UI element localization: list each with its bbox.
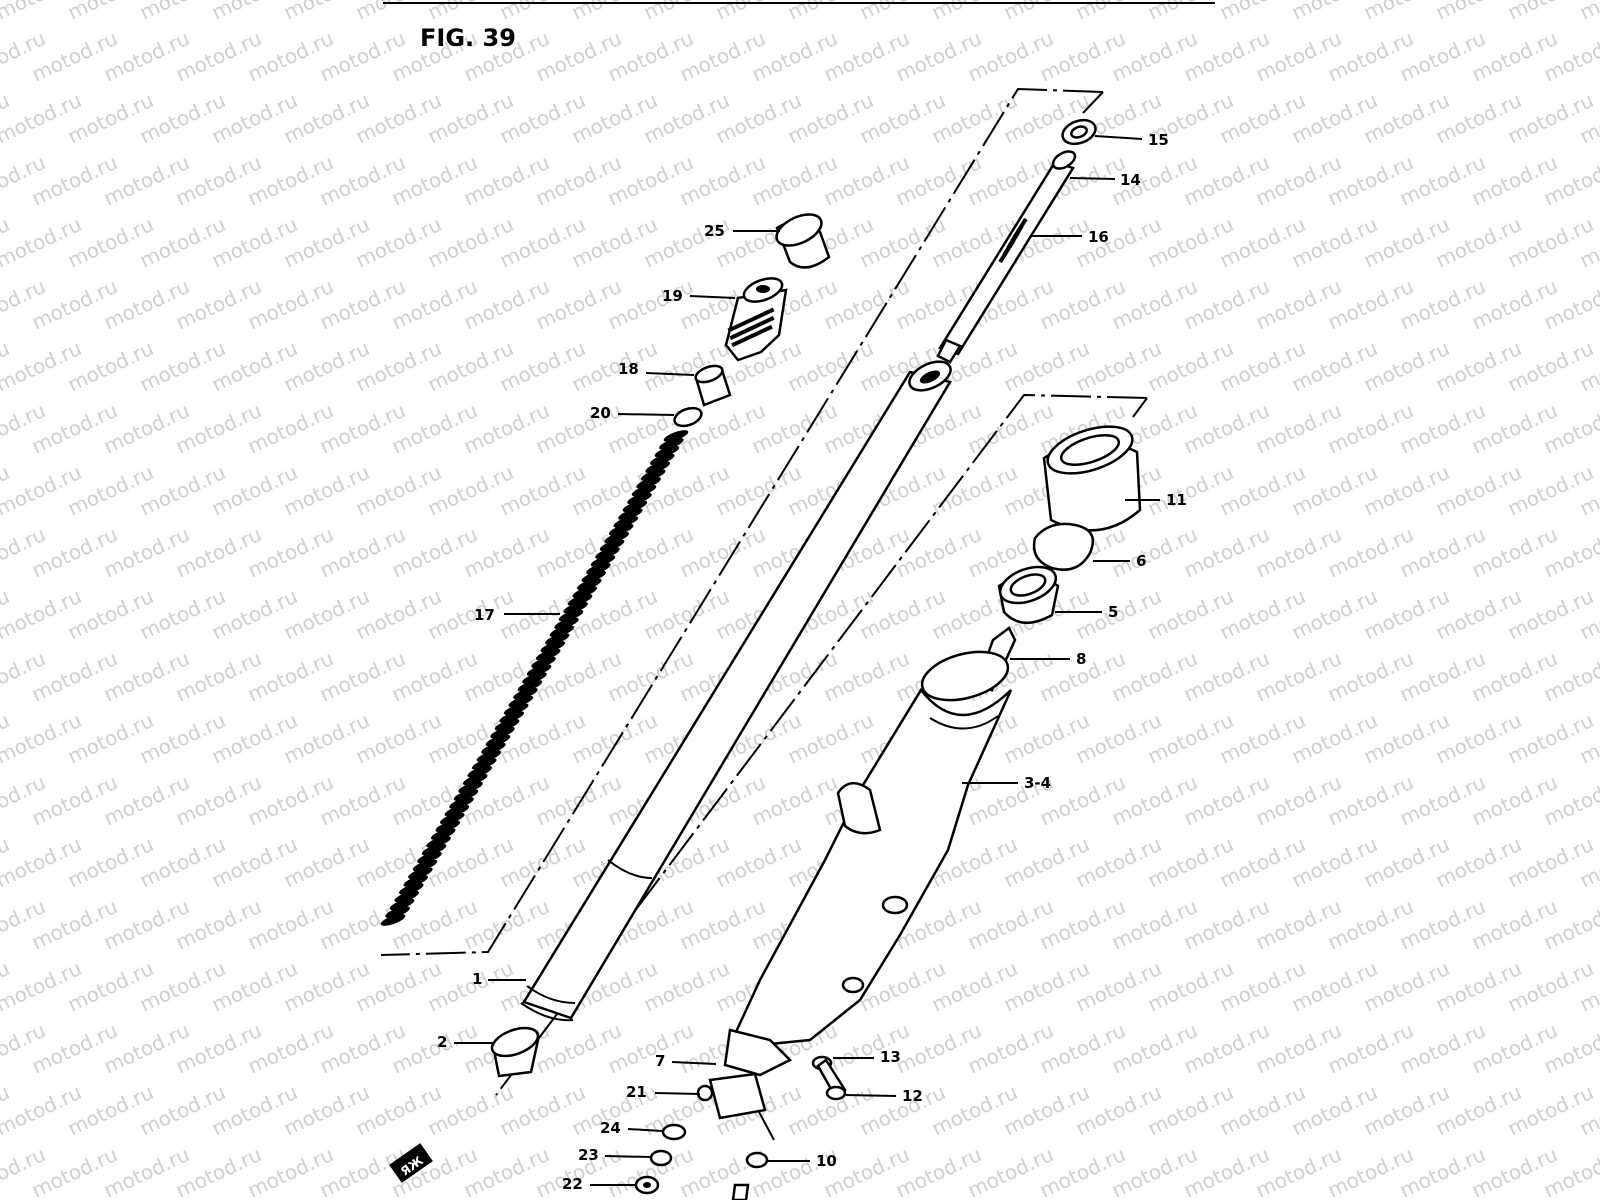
washer-23-part — [649, 1149, 673, 1167]
leader-line-p19 — [689, 295, 736, 299]
part-label-p23: 23 — [578, 1146, 599, 1164]
part-label-p21: 21 — [626, 1083, 647, 1101]
part-label-p14: 14 — [1120, 171, 1141, 189]
part-label-p1: 1 — [472, 970, 482, 988]
part-label-p7: 7 — [655, 1052, 665, 1070]
fork-spring-part — [380, 430, 689, 926]
part-label-p8: 8 — [1076, 650, 1086, 668]
spacer-part — [694, 364, 732, 407]
leader-line-p23 — [604, 1155, 651, 1158]
oil-seal-part — [997, 565, 1060, 624]
part-label-p12: 12 — [902, 1087, 923, 1105]
cap-bolt-part — [724, 277, 788, 362]
bolt-part — [816, 1058, 847, 1101]
part-label-p22: 22 — [562, 1175, 583, 1193]
part-label-p11: 11 — [1166, 491, 1187, 509]
part-label-p13: 13 — [880, 1048, 901, 1066]
leader-line-p15 — [1094, 135, 1143, 140]
logo-mark: ЯЖ — [389, 1143, 433, 1183]
leader-line-p18 — [645, 372, 695, 376]
bushing-part — [490, 1026, 540, 1078]
figure-title: FIG. 39 — [420, 24, 516, 52]
nut-part — [745, 1151, 769, 1169]
part-label-p6: 6 — [1136, 552, 1146, 570]
circlip-part — [1032, 522, 1095, 571]
leader-line-p12 — [845, 1094, 897, 1097]
part-label-p20: 20 — [590, 404, 611, 422]
washer-part — [1061, 118, 1097, 146]
leader-line-p14 — [1069, 177, 1116, 180]
leader-line-p20 — [617, 413, 675, 416]
part-label-p5: 5 — [1108, 603, 1118, 621]
part-label-p17: 17 — [474, 606, 495, 624]
assembly-bracket-lines — [380, 87, 1148, 1096]
part-label-p16: 16 — [1088, 228, 1109, 246]
inner-tube-part — [520, 360, 952, 1022]
washer-24-part — [661, 1123, 687, 1141]
part-label-p34: 3-4 — [1024, 774, 1051, 792]
axle-clamp-part — [696, 1072, 775, 1141]
part-labels: 1514162519182011658173-41213712212410232… — [437, 131, 1187, 1193]
part-label-p10: 10 — [816, 1152, 837, 1170]
part-label-p25: 25 — [704, 222, 725, 240]
part-label-p24: 24 — [600, 1119, 621, 1137]
bottom-bolt-part — [731, 1183, 750, 1200]
part-label-p18: 18 — [618, 360, 639, 378]
leader-line-p24 — [627, 1128, 663, 1132]
svg-text:motod.ru: motod.ru — [1576, 0, 1600, 25]
leader-line-p21 — [654, 1092, 701, 1095]
leader-line-p7 — [671, 1061, 717, 1065]
cap-part — [775, 213, 831, 269]
o-ring-part — [673, 406, 703, 428]
drain-bolt-part — [634, 1175, 660, 1195]
part-label-p15: 15 — [1148, 131, 1169, 149]
outer-tube-part — [723, 650, 1013, 1077]
part-label-p2: 2 — [437, 1033, 447, 1051]
part-label-p19: 19 — [662, 287, 683, 305]
damper-rod-part — [936, 150, 1077, 364]
